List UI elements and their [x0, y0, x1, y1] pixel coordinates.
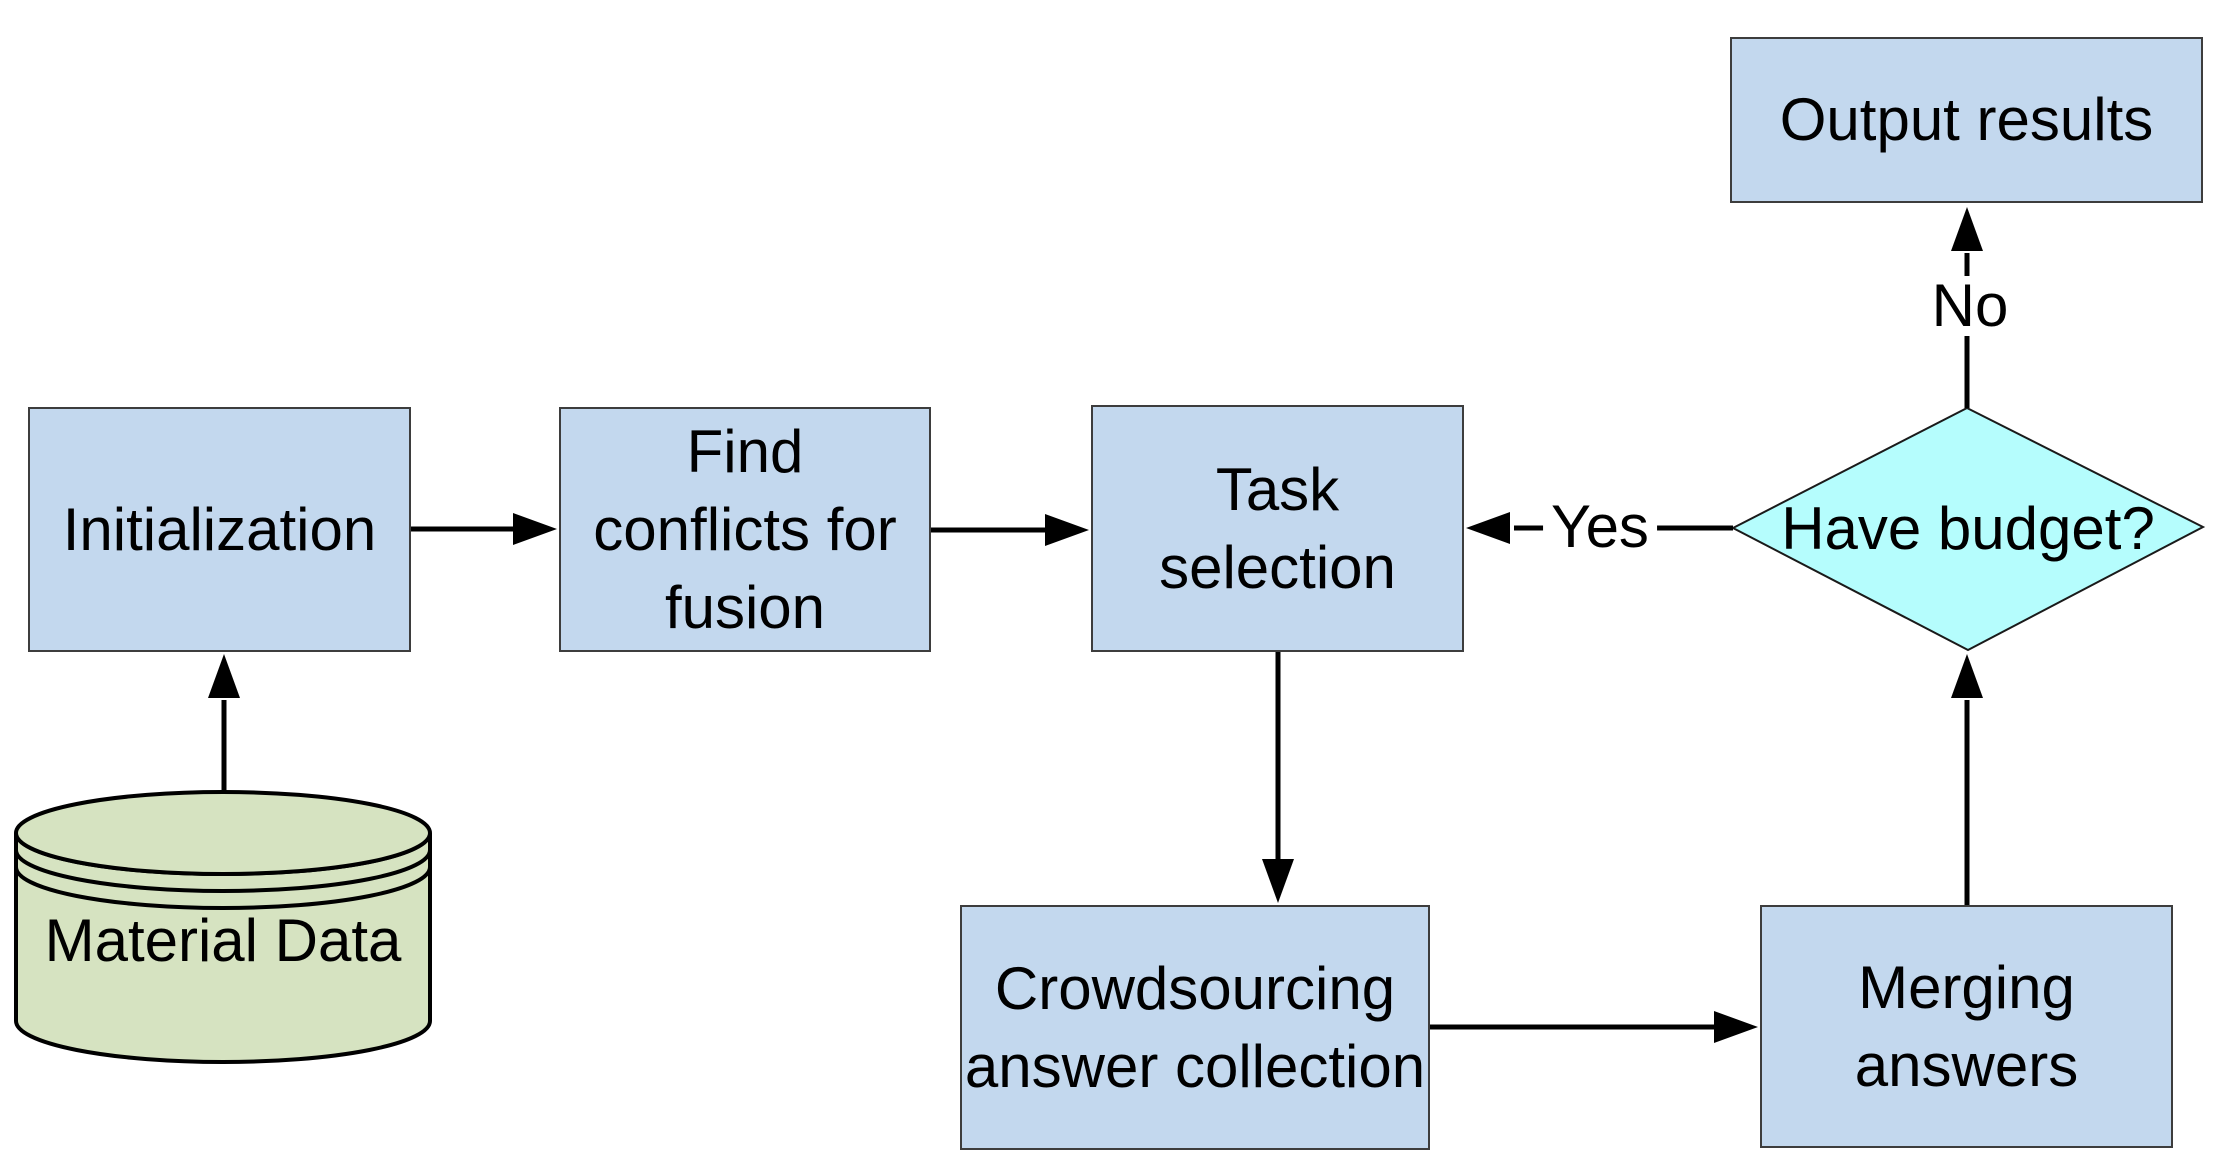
cylinder-top-ellipse: [14, 790, 432, 876]
cylinder-disk-line-1: [14, 849, 432, 893]
arrowhead-right-icon: [1714, 1011, 1758, 1043]
arrow-materialdata-to-initialization: [208, 654, 240, 791]
node-crowdsourcing: Crowdsourcing answer collection: [960, 905, 1430, 1150]
arrowhead-right-icon: [513, 513, 557, 545]
arrow-merging-to-havebudget: [1951, 654, 1983, 905]
arrowhead-up-icon: [1951, 654, 1983, 698]
arrowhead-up-icon: [208, 654, 240, 698]
cylinder-disk-line-2: [14, 866, 432, 910]
node-find-conflicts: Find conflicts for fusion: [559, 407, 931, 652]
arrowhead-up-icon: [1951, 207, 1983, 251]
node-initialization: Initialization: [28, 407, 411, 652]
arrowhead-left-icon: [1466, 512, 1510, 544]
node-have-budget-label: Have budget?: [1781, 495, 2155, 562]
arrowhead-down-icon: [1262, 859, 1294, 903]
arrowhead-right-icon: [1045, 514, 1089, 546]
decision-diamond-shape: [1730, 406, 2206, 652]
node-output-results-label: Output results: [1779, 86, 2154, 153]
node-material-data: Material Data: [13, 896, 433, 986]
node-have-budget: Have budget?: [1733, 408, 2203, 650]
node-task-selection-label: Task selection: [1159, 455, 1396, 601]
node-task-selection: Task selection: [1091, 405, 1464, 652]
node-output-results: Output results: [1730, 37, 2203, 203]
database-cylinder-shape: [14, 790, 432, 1064]
node-crowdsourcing-label: Crowdsourcing answer collection: [964, 954, 1426, 1100]
arrow-taskselection-to-crowdsourcing: [1262, 652, 1294, 903]
edge-label-yes: Yes: [1543, 497, 1657, 557]
arrow-findconflicts-to-taskselection: [931, 514, 1089, 546]
node-merging-answers-label: Merging answers: [1854, 953, 2079, 1099]
node-find-conflicts-label: Find conflicts for fusion: [593, 417, 897, 641]
arrow-crowdsourcing-to-merging: [1430, 1011, 1758, 1043]
node-initialization-label: Initialization: [62, 495, 377, 563]
node-merging-answers: Merging answers: [1760, 905, 2173, 1148]
arrow-initialization-to-findconflicts: [411, 513, 557, 545]
node-material-data-label: Material Data: [44, 907, 402, 974]
edge-label-no: No: [1923, 276, 2017, 336]
